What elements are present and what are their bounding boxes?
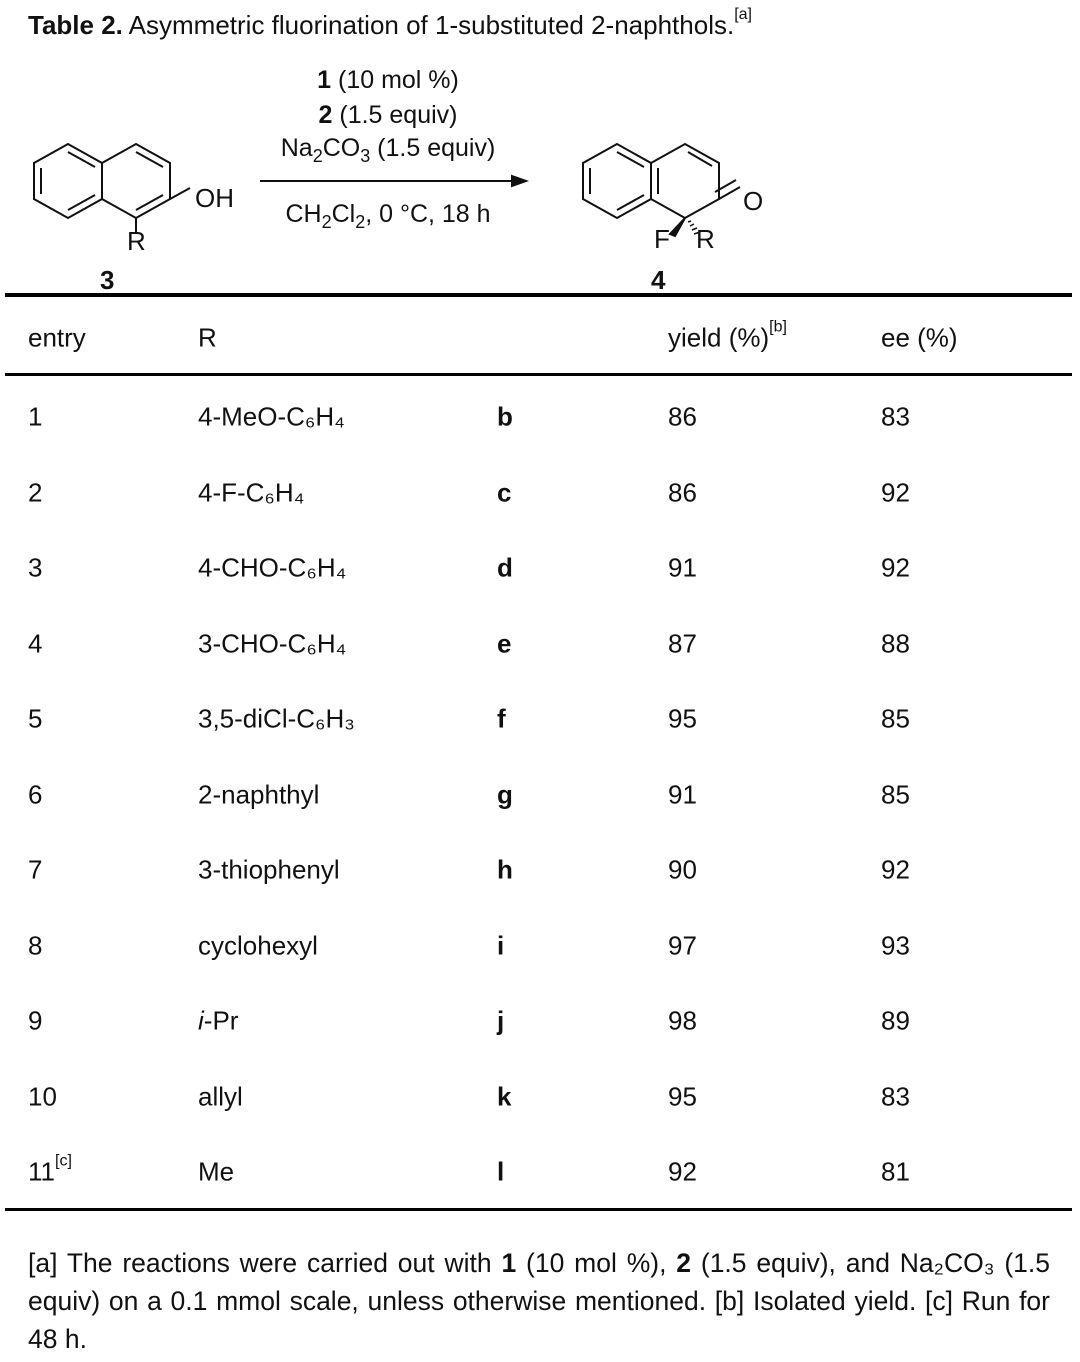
yield-cell: 90 (668, 854, 697, 885)
reaction-arrow (260, 174, 529, 188)
o-label: O (743, 186, 764, 216)
ee-cell: 85 (881, 779, 910, 809)
ee-cell: 92 (881, 477, 910, 507)
entry-cell: 1 (28, 401, 43, 432)
yield-cell: 97 (668, 930, 697, 960)
entry-cell: 9 (28, 1005, 43, 1036)
header-rule (5, 373, 1072, 376)
header-r: R (198, 322, 217, 353)
r-label: R (127, 226, 146, 256)
table-caption: Table 2. Asymmetric fluorination of 1-su… (28, 6, 752, 41)
product-structure (582, 142, 741, 238)
r-group-cell: 3-thiophenyl (198, 854, 340, 885)
compound-cell: l (497, 1156, 505, 1187)
ee-cell: 85 (881, 703, 910, 734)
caption-text: Asymmetric fluorination of 1-substituted… (122, 10, 735, 40)
yield-cell: 98 (668, 1005, 697, 1036)
caption-note: [a] (734, 6, 752, 23)
r-group-cell: 3,5-diCl-C₆H₃ (198, 703, 355, 734)
reaction-conditions: CH2Cl2, 0 °C, 18 h (285, 200, 491, 232)
top-rule (5, 293, 1072, 297)
yield-cell: 87 (668, 628, 697, 658)
entry-cell: 2 (28, 477, 43, 507)
yield-cell: 86 (668, 401, 697, 432)
compound-cell: g (497, 779, 513, 809)
ee-cell: 93 (881, 930, 910, 960)
compound-cell: j (497, 1005, 505, 1036)
product-number: 4 (651, 265, 666, 295)
r-group-cell: i-Pr (198, 1005, 239, 1036)
entry-cell: 8 (28, 930, 43, 960)
r-group-cell: 2-naphthyl (198, 779, 320, 809)
ee-cell: 83 (881, 1081, 910, 1111)
base-reagent: Na2CO3 (1.5 equiv) (280, 134, 496, 166)
r-group-cell: Me (198, 1156, 235, 1187)
header-entry: entry (28, 322, 86, 353)
yield-cell: 95 (668, 1081, 697, 1111)
entry-cell: 5 (28, 703, 43, 734)
compound-cell: c (497, 477, 512, 507)
caption-label: Table 2. (28, 10, 123, 40)
entry-cell: 7 (28, 854, 43, 885)
reagent-2: 2 (1.5 equiv) (318, 101, 458, 129)
entry-cell: 4 (28, 628, 43, 658)
compound-cell: k (497, 1081, 512, 1111)
substrate-number: 3 (100, 265, 115, 295)
ee-cell: 83 (881, 401, 910, 432)
r-group-cell: allyl (198, 1081, 243, 1111)
entry-cell: 10 (28, 1081, 57, 1111)
ee-cell: 92 (881, 552, 910, 583)
product-r-label: R (696, 224, 715, 254)
entry-cell: 6 (28, 779, 43, 809)
yield-cell: 91 (668, 552, 697, 583)
yield-cell: 95 (668, 703, 697, 734)
r-group-cell: 4-MeO-C₆H₄ (198, 401, 345, 432)
bottom-rule (5, 1208, 1072, 1211)
reagent-1: 1 (10 mol %) (317, 66, 459, 94)
compound-cell: d (497, 552, 513, 583)
compound-cell: f (497, 703, 506, 734)
header-yield: yield (%)[b] (668, 318, 787, 353)
entry-cell: 11[c] (28, 1152, 72, 1187)
compound-cell: b (497, 401, 513, 432)
f-label: F (654, 224, 670, 254)
yield-cell: 91 (668, 779, 697, 809)
footnotes: [a] The reactions were carried out with … (28, 1248, 1050, 1354)
substrate-structure (33, 142, 191, 232)
compound-cell: h (497, 854, 513, 885)
entry-cell: 3 (28, 552, 43, 583)
ee-cell: 89 (881, 1005, 910, 1036)
yield-cell: 92 (668, 1156, 697, 1187)
reaction-scheme (33, 142, 741, 238)
ee-cell: 88 (881, 628, 910, 658)
compound-cell: i (497, 930, 505, 960)
compound-cell: e (497, 628, 512, 658)
header-ee: ee (%) (881, 322, 958, 353)
ee-cell: 81 (881, 1156, 910, 1187)
ee-cell: 92 (881, 854, 910, 885)
r-group-cell: 3-CHO-C₆H₄ (198, 628, 347, 658)
r-group-cell: 4-F-C₆H₄ (198, 477, 305, 507)
r-group-cell: cyclohexyl (198, 930, 318, 960)
oh-label: OH (195, 183, 234, 213)
yield-cell: 86 (668, 477, 697, 507)
r-group-cell: 4-CHO-C₆H₄ (198, 552, 347, 583)
